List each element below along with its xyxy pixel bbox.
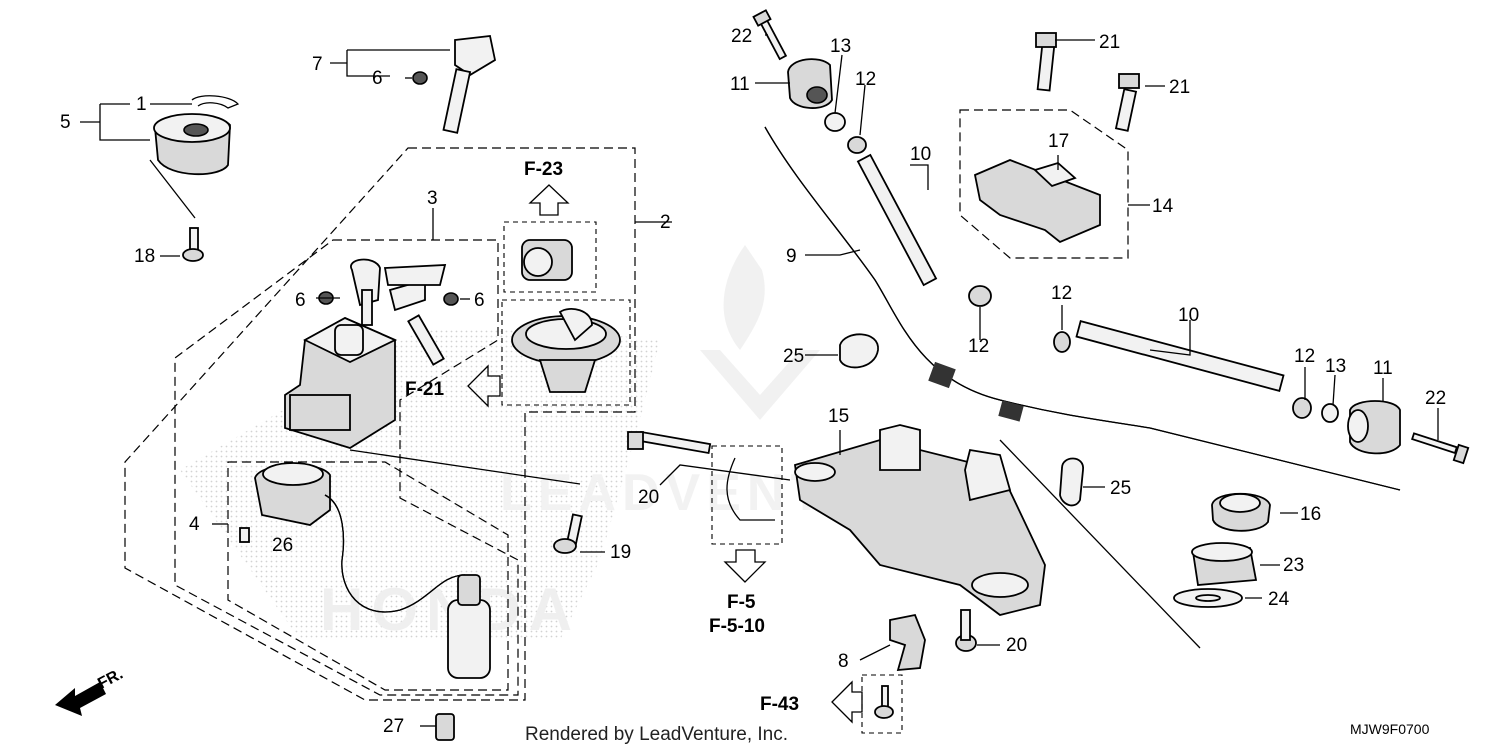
nut-collar-right (1292, 397, 1339, 423)
arrow-f21[interactable] (467, 364, 501, 408)
callout-6-key: 6 (372, 68, 383, 89)
top-bridge-part-15 (793, 424, 1046, 616)
callout-17: 17 (1048, 131, 1069, 152)
screw-part-19 (553, 513, 583, 554)
ref-f5-10: F-5-10 (709, 616, 765, 637)
callout-12-top: 12 (855, 69, 876, 90)
callout-21-bottom: 21 (1169, 77, 1190, 98)
leader-lines (80, 34, 1439, 727)
bolt-part-20 (627, 430, 977, 652)
bar-end-weight-part-11-top (787, 58, 833, 109)
bolt-part-22-top (752, 9, 788, 61)
callout-15: 15 (828, 406, 849, 427)
callout-21-top: 21 (1099, 32, 1120, 53)
svg-text:HONDA: HONDA (320, 576, 580, 643)
callout-26: 26 (272, 535, 293, 556)
callout-22-top: 22 (731, 26, 752, 47)
bracket-part-8 (889, 613, 926, 672)
ref-f21: F-21 (405, 379, 445, 400)
ref-f23: F-23 (524, 159, 563, 180)
callout-labels: 1 2 3 4 5 6 6 6 7 8 9 10 10 11 11 12 12 … (60, 26, 1446, 737)
callout-6-left: 6 (295, 290, 306, 311)
bolt-f43 (874, 685, 894, 719)
key-part-7 (412, 35, 497, 134)
cap-component (521, 239, 573, 281)
arrow-f43[interactable] (831, 680, 863, 724)
steering-stem-nut-part-16 (1211, 492, 1271, 532)
handlebar-holder-part-14 (973, 159, 1101, 244)
clamp-part-25 (839, 333, 1084, 507)
arrow-f23[interactable] (528, 184, 570, 216)
washer-part-24 (1173, 588, 1243, 608)
callout-13-right: 13 (1325, 356, 1346, 377)
bar-end-weight-part-11-right (1347, 400, 1401, 455)
callout-14: 14 (1152, 196, 1174, 217)
screw-part-18 (182, 227, 204, 262)
callout-25-left: 25 (783, 346, 804, 367)
nut-part-12-top (847, 136, 992, 307)
callout-23: 23 (1283, 555, 1304, 576)
callout-24: 24 (1268, 589, 1290, 610)
weight-rod-part-10-right (1053, 319, 1285, 393)
rendered-by-watermark: Rendered by LeadVenture, Inc. (525, 724, 788, 745)
callout-6-right: 6 (474, 290, 485, 311)
nut-part-23 (1191, 542, 1258, 586)
reference-labels[interactable]: F-23 F-21 F-5 F-5-10 F-43 (405, 159, 799, 715)
callout-27: 27 (383, 716, 404, 737)
callout-12-mid: 12 (968, 336, 989, 357)
callout-16: 16 (1300, 504, 1321, 525)
shutter-lid-component (511, 308, 621, 393)
weight-rod-part-10-top (856, 153, 938, 287)
callout-20-right: 20 (1006, 635, 1027, 656)
clip-part-27 (435, 713, 455, 741)
callout-9: 9 (786, 246, 797, 267)
callout-18: 18 (134, 246, 155, 267)
arrow-f5[interactable] (723, 549, 767, 583)
ref-f5: F-5 (727, 592, 756, 613)
callout-1: 1 (136, 94, 147, 115)
callout-8: 8 (838, 651, 849, 672)
immobilizer-sensor-part-4 (239, 462, 491, 679)
snap-ring-part-1 (191, 95, 240, 109)
callout-4: 4 (189, 514, 200, 535)
ref-f43: F-43 (760, 694, 799, 715)
bolt-part-21 (1035, 32, 1140, 132)
callout-12-left: 12 (1051, 283, 1072, 304)
collar-part-13-top (824, 112, 846, 132)
callout-3: 3 (427, 188, 438, 209)
callout-22-right: 22 (1425, 388, 1446, 409)
ignition-switch-part-3 (284, 258, 459, 449)
callout-10-right: 10 (1178, 305, 1199, 326)
group-outlines (124, 109, 1129, 734)
callout-5: 5 (60, 112, 71, 133)
callout-13-top: 13 (830, 36, 851, 57)
callout-2: 2 (660, 212, 671, 233)
diagram-code: MJW9F0700 (1350, 721, 1430, 737)
cable-guide-bracket (726, 457, 775, 521)
callout-11-top: 11 (730, 74, 750, 95)
callout-10-top: 10 (910, 144, 931, 165)
handlebar-part-9 (764, 126, 1401, 491)
callout-25-right: 25 (1110, 478, 1131, 499)
callout-12-right: 12 (1294, 346, 1315, 367)
callout-19: 19 (610, 542, 631, 563)
front-direction-arrow-icon (55, 682, 106, 716)
callout-7: 7 (312, 54, 323, 75)
callout-20-left: 20 (638, 487, 659, 508)
bolt-part-22-right (1411, 432, 1470, 465)
lock-cylinder-cap-part-5 (153, 113, 231, 176)
callout-11-right: 11 (1373, 358, 1393, 379)
